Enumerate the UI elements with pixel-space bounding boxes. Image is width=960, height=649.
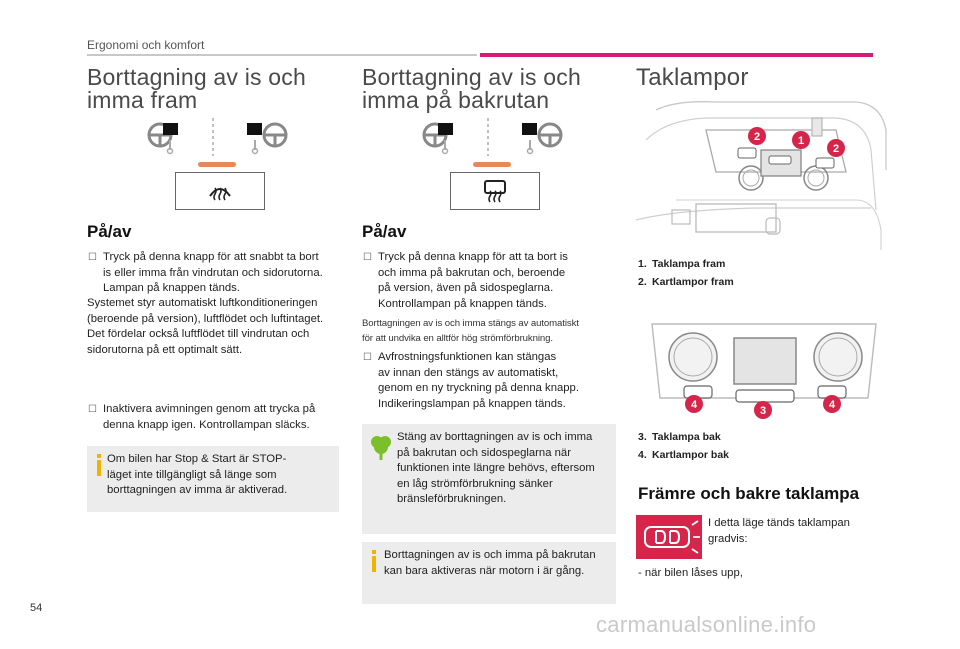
- section-title-front-defrost: Borttagning av is och imma fram: [87, 64, 306, 113]
- subtitle-front-rear-lamp: Främre och bakre taklampa: [638, 484, 860, 503]
- column-rear-defrost: Borttagning av is och imma på bakrutan: [362, 66, 616, 112]
- rear-bullet-2: ☐ Avfrostningsfunktionen kan stängas av …: [363, 351, 579, 410]
- watermark: carmanualsonline.info: [596, 612, 817, 637]
- rear-ceiling-lamp-illustration: 4 3 4: [651, 323, 877, 419]
- front-ceiling-lamp-illustration: 2 1 2: [636, 101, 887, 250]
- car-door-lamp-icon: [644, 520, 700, 554]
- section-title-ceiling-lamps: Taklampor: [636, 64, 749, 91]
- rear-defrost-illustration: [422, 118, 563, 156]
- steering-wheel-icon: [247, 122, 288, 155]
- subtitle-on-off-rear: På/av: [362, 222, 407, 241]
- bullet-marker-icon: ☐: [363, 352, 372, 363]
- front-paragraph: Systemet styr automatiskt luftkonditione…: [87, 297, 324, 356]
- steering-wheel-icon: [422, 122, 453, 155]
- rear-defrost-button[interactable]: [450, 162, 540, 210]
- rear-auto-off-note: Borttagningen av is och imma stängs av a…: [362, 318, 579, 344]
- marker-label: 3: [760, 405, 766, 417]
- door-lamp-mode-button[interactable]: [636, 515, 702, 559]
- legend-item: 3.Taklampa bak: [638, 431, 721, 443]
- subtitle-on-off-front: På/av: [87, 222, 132, 241]
- indicator-lamp: [198, 162, 236, 167]
- steering-wheel-icon: [522, 122, 563, 155]
- section-header: Ergonomi och komfort: [87, 38, 205, 52]
- header-rule: [87, 54, 477, 56]
- bullet-marker-icon: ☐: [363, 252, 372, 263]
- front-defrost-button[interactable]: [175, 162, 265, 210]
- legend-rear-lamps: 3.Taklampa bak 4.Kartlampor bak: [638, 428, 729, 464]
- legend-item: 2.Kartlampor fram: [638, 276, 734, 288]
- bullet-marker-icon: ☐: [88, 404, 97, 415]
- info-icon: [372, 550, 376, 572]
- rear-info-box: Borttagningen av is och imma på bakrutan…: [362, 542, 616, 604]
- legend-front-lamps: 1.Taklampa fram 2.Kartlampor fram: [638, 255, 734, 291]
- column-ceiling-lamps: Taklampor: [636, 64, 886, 91]
- header-accent-rule: [480, 53, 873, 57]
- bullet-marker-icon: ☐: [88, 252, 97, 263]
- marker-label: 4: [691, 399, 698, 411]
- legend-item: 4.Kartlampor bak: [638, 449, 730, 461]
- lamp-dash-item: - när bilen låses upp,: [638, 567, 743, 579]
- lamp-mode-text: I detta läge tänds taklampan gradvis:: [708, 517, 850, 545]
- marker-label: 1: [798, 135, 804, 147]
- page-number: 54: [30, 602, 43, 614]
- rear-eco-box: Stäng av borttagningen av is och imma på…: [362, 424, 616, 534]
- legend-item: 1.Taklampa fram: [638, 258, 726, 270]
- marker-label: 4: [829, 399, 836, 411]
- info-icon: [97, 454, 101, 476]
- rear-bullet-1: ☐ Tryck på denna knapp för att ta bort i…: [363, 251, 568, 310]
- eco-tree-icon: [371, 436, 391, 460]
- steering-wheel-icon: [147, 122, 178, 155]
- section-title-rear-defrost: Borttagning av is och imma på bakrutan: [362, 64, 581, 113]
- front-info-box: Om bilen har Stop & Start är STOP- läget…: [87, 446, 339, 512]
- column-front-defrost: Borttagning av is och imma fram: [87, 66, 339, 112]
- indicator-lamp: [473, 162, 511, 167]
- marker-label: 2: [833, 143, 839, 155]
- rear-window-defrost-icon: [484, 180, 506, 203]
- front-bullet-1: ☐ Tryck på denna knapp för att snabbt ta…: [88, 251, 323, 294]
- marker-label: 2: [754, 131, 760, 143]
- front-bullet-2: ☐ Inaktivera avimningen genom att trycka…: [88, 403, 316, 431]
- windscreen-defrost-icon: [209, 187, 231, 201]
- front-defrost-illustration: [147, 118, 288, 156]
